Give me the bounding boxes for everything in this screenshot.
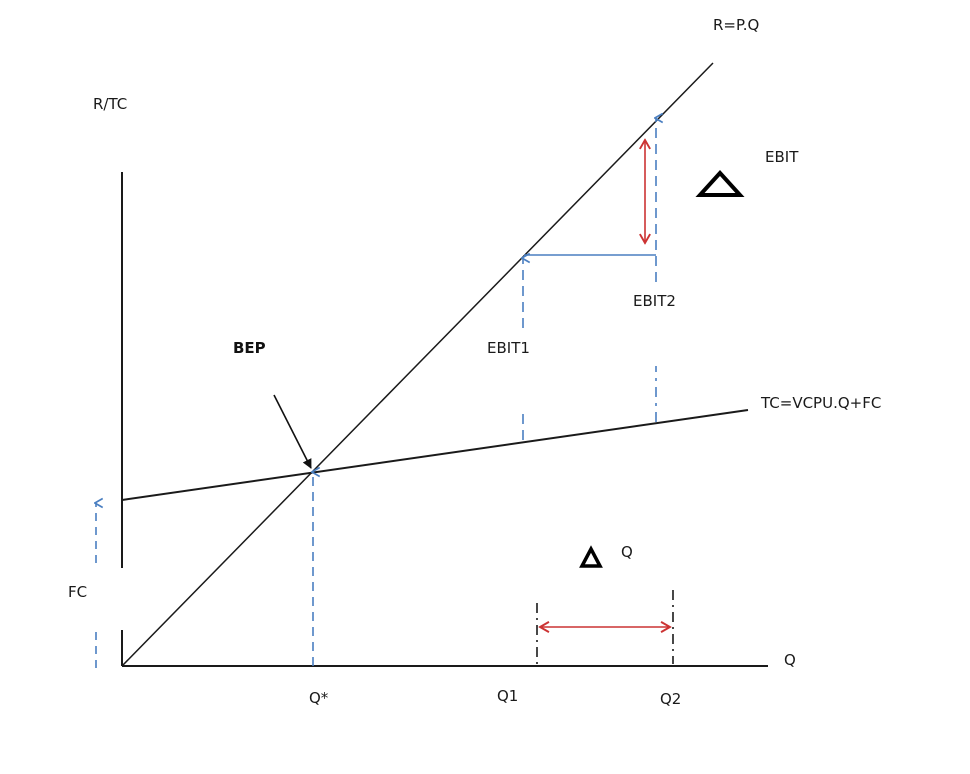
delta-q-triangle-icon <box>579 545 603 568</box>
x-tick-q1: Q1 <box>497 687 518 705</box>
revenue-line <box>121 62 714 667</box>
fc-label: FC <box>68 583 87 601</box>
bep-pointer-arrow <box>273 394 312 469</box>
ebit1-label: EBIT1 <box>487 339 530 357</box>
revenue-line-label: R=P.Q <box>713 16 759 34</box>
delta-q-label: Q <box>621 543 633 561</box>
ebit2-label: EBIT2 <box>633 292 676 310</box>
total-cost-line-label: TC=VCPU.Q+FC <box>760 394 881 412</box>
x-tick-q-star: Q* <box>309 689 329 707</box>
delta-ebit-triangle-icon <box>695 170 745 197</box>
delta-ebit-label: EBIT <box>765 148 799 166</box>
total-cost-line <box>121 409 749 501</box>
bep-label: BEP <box>233 339 266 357</box>
x-tick-q2: Q2 <box>660 690 681 708</box>
x-axis-label: Q <box>784 651 796 669</box>
y-axis-label: R/TC <box>93 95 127 113</box>
